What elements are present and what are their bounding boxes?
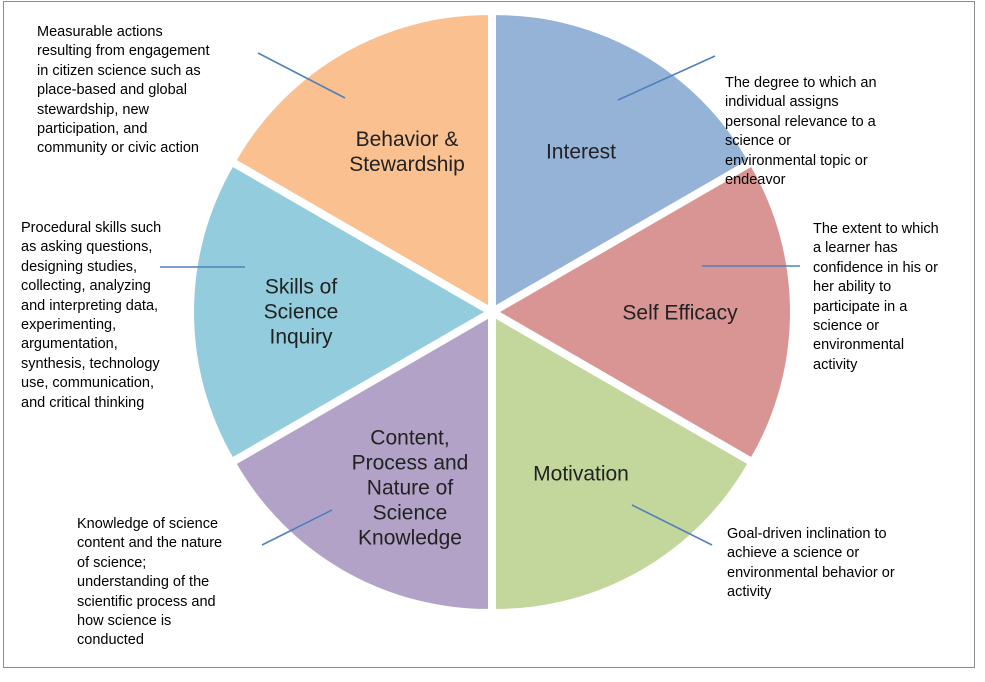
skills-inquiry-segment (194, 167, 484, 457)
behavior-stewardship-label: Behavior & Stewardship (349, 128, 465, 176)
motivation-label: Motivation (533, 462, 629, 486)
behavior-stewardship-segment (236, 15, 488, 306)
skills-inquiry-label: Skills of Science Inquiry (263, 275, 339, 349)
interest-description: The degree to which an individual assign… (725, 75, 877, 189)
content-process-description: Knowledge of science content and the nat… (77, 516, 223, 649)
motivation-description: Goal-driven inclination to achieve a sci… (727, 526, 895, 601)
self-efficacy-label: Self Efficacy (622, 301, 738, 325)
content-process-label: Content, Process and Nature of Science K… (351, 426, 469, 550)
motivation-connector (631, 504, 713, 546)
motivation-segment (496, 318, 748, 609)
behavior-stewardship-connector (257, 52, 346, 99)
content-process-connector (261, 509, 333, 546)
self-efficacy-segment (500, 167, 790, 457)
interest-connector (617, 55, 716, 101)
self-efficacy-description: The extent to which a learner has confid… (813, 221, 939, 373)
behavior-stewardship-description: Measurable actions resulting from engage… (37, 24, 210, 157)
skills-inquiry-description: Procedural skills such as asking questio… (21, 220, 162, 411)
diagram-frame (3, 1, 975, 668)
content-process-segment (236, 318, 488, 609)
interest-label: Interest (545, 140, 617, 164)
interest-segment (496, 15, 748, 306)
